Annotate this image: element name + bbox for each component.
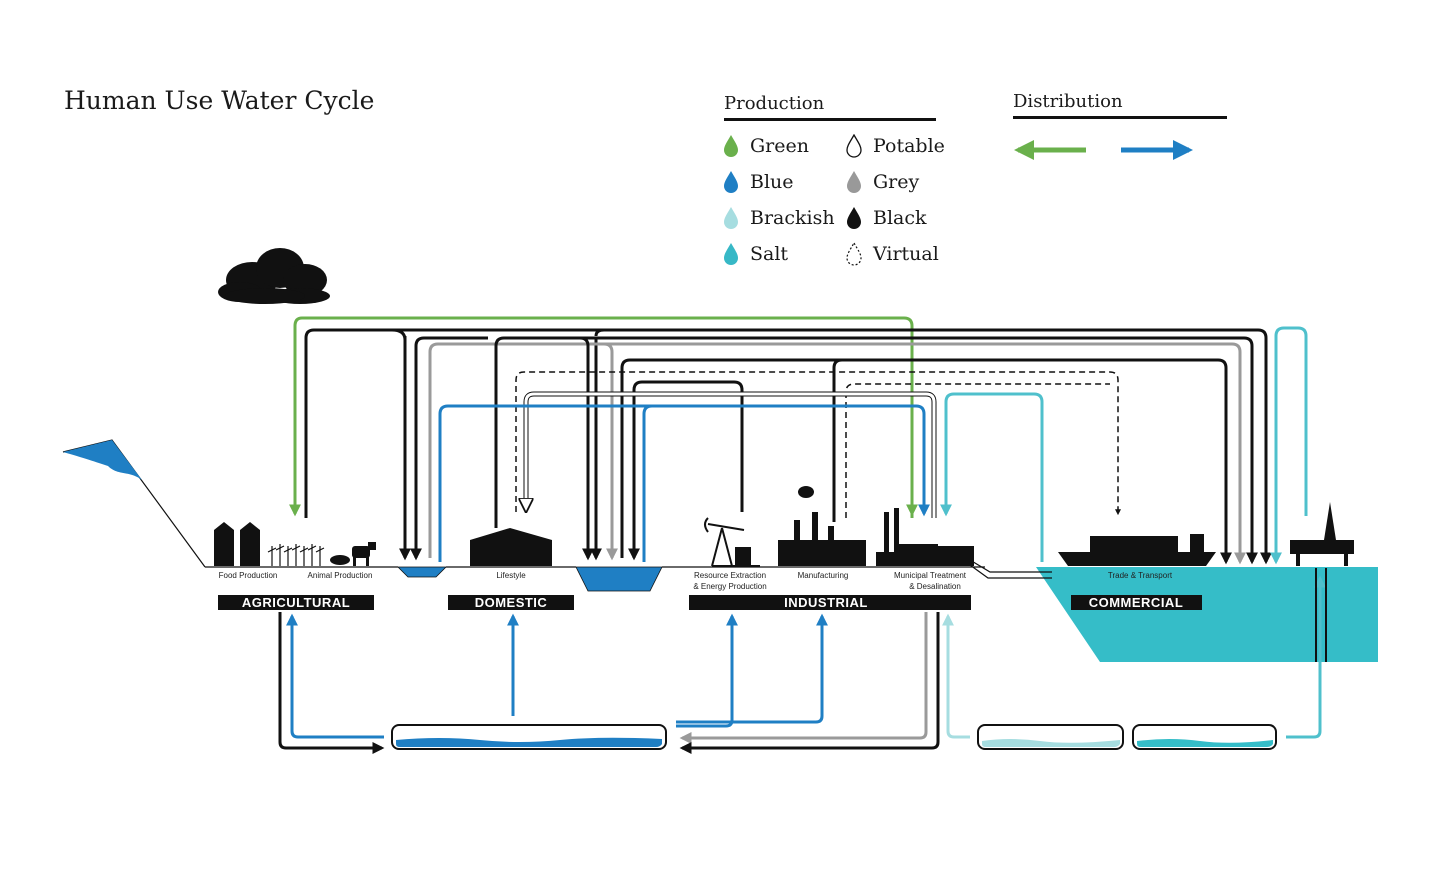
treatment-plant-icon <box>876 508 974 566</box>
legend-label: Grey <box>873 171 920 193</box>
pond-domestic <box>397 566 447 578</box>
legend-label: Virtual <box>873 243 939 265</box>
flow-virtual-arrow <box>845 383 1110 518</box>
oil-pump-icon <box>704 517 760 567</box>
sector-label-commercial: COMMERCIAL <box>1089 595 1184 610</box>
diagram-title: Human Use Water Cycle <box>64 86 375 115</box>
zone-label-animal-production: Animal Production <box>308 571 373 580</box>
factory-icon <box>778 486 866 566</box>
sector-bar-commercial <box>1071 595 1202 610</box>
black-drop-icon <box>847 207 861 229</box>
zone-label-food-production: Food Production <box>219 571 278 580</box>
zone-label-trade-transport: Trade & Transport <box>1108 571 1173 580</box>
flow-black-arrow <box>416 336 488 558</box>
potable-drop-icon <box>846 134 862 158</box>
pig-icon <box>330 555 350 565</box>
crops-icon <box>267 544 325 566</box>
sector-label-industrial: INDUSTRIAL <box>784 595 868 610</box>
flow-grey-arrow <box>604 342 612 558</box>
virtual-drop-icon <box>846 242 862 266</box>
salt-drop-icon <box>724 243 738 265</box>
legend-label: Black <box>873 207 927 229</box>
legend-label: Blue <box>750 171 794 193</box>
zone-label-energy-production: & Energy Production <box>693 582 766 591</box>
flow-black-arrow <box>304 328 1272 565</box>
flow-black-arrow <box>278 612 385 754</box>
mountain-icon <box>62 439 206 568</box>
reservoir-industrial <box>575 566 663 592</box>
flow-black-arrow <box>832 358 843 522</box>
legend-label: Green <box>750 135 809 157</box>
flow-black-arrow <box>580 336 588 558</box>
flow-blue-arrow <box>642 404 653 562</box>
flow-black-arrow <box>679 612 940 754</box>
legend-item-black: Black <box>845 206 927 230</box>
flow-grey-arrow <box>679 612 928 744</box>
cloud-icon <box>218 248 330 304</box>
flow-teal-arrow <box>1286 575 1326 739</box>
blue-drop-icon <box>724 171 738 193</box>
freshwater-aquifer <box>391 724 667 750</box>
flow-green-arrow <box>289 316 914 518</box>
flow-black-arrow <box>620 358 1232 565</box>
legend-item-salt: Salt <box>722 242 788 266</box>
flow-teal-arrow <box>940 392 1044 562</box>
legend-item-blue: Blue <box>722 170 794 194</box>
sector-label-domestic: DOMESTIC <box>475 595 548 610</box>
legend-label: Potable <box>873 135 945 157</box>
flow-blue-arrow <box>438 404 930 562</box>
zone-label-manufacturing: Manufacturing <box>798 571 849 580</box>
flow-blue-arrow <box>676 613 738 728</box>
sea <box>1036 567 1378 662</box>
rig-well <box>1315 568 1327 662</box>
cargo-ship-icon <box>1058 534 1216 566</box>
flow-lines <box>289 316 1308 565</box>
flow-blue-arrow <box>676 613 828 724</box>
legend-item-virtual: Virtual <box>845 242 939 266</box>
outfall-pipe <box>969 559 1052 579</box>
legend-item-green: Green <box>722 134 809 158</box>
flow-black-arrow <box>594 328 605 337</box>
silo-icon <box>214 522 260 566</box>
legend-item-potable: Potable <box>845 134 945 158</box>
flow-potable-inner <box>526 392 936 518</box>
groundwater-flows <box>278 568 1327 754</box>
green-drop-icon <box>724 135 738 157</box>
house-icon <box>470 528 552 566</box>
sector-bar-industrial <box>689 595 971 610</box>
flow-black-arrow <box>494 336 1258 565</box>
zone-label-resource-extraction: Resource Extraction <box>694 571 766 580</box>
sector-bar-domestic <box>448 595 574 610</box>
zone-label-desalination: & Desalination <box>909 582 961 591</box>
oil-rig-icon <box>1290 502 1354 566</box>
flow-blue-arrow <box>286 613 384 739</box>
legend-label: Brackish <box>750 207 835 229</box>
legend-production-heading: Production <box>724 93 936 121</box>
flow-teal-arrow <box>1270 326 1308 565</box>
legend-item-brackish: Brackish <box>722 206 835 230</box>
zone-label-lifestyle: Lifestyle <box>496 571 526 580</box>
zone-label-municipal-treatment: Municipal Treatment <box>894 571 967 580</box>
legend-label: Salt <box>750 243 789 265</box>
flow-grey-arrow <box>428 342 1246 565</box>
cow-icon <box>352 542 376 566</box>
brackish-aquifer <box>977 724 1124 750</box>
sector-bar-agricultural <box>218 595 374 610</box>
flow-virtual-arrow <box>515 371 1121 516</box>
brackish-drop-icon <box>724 207 738 229</box>
flow-lteal-arrow <box>942 613 970 739</box>
flow-black-arrow <box>628 380 744 561</box>
legend-item-grey: Grey <box>845 170 919 194</box>
saline-aquifer <box>1132 724 1277 750</box>
grey-drop-icon <box>847 171 861 193</box>
legend-distribution-heading: Distribution <box>1013 91 1227 119</box>
sector-label-agricultural: AGRICULTURAL <box>242 595 350 610</box>
flow-black-arrow <box>391 328 407 341</box>
